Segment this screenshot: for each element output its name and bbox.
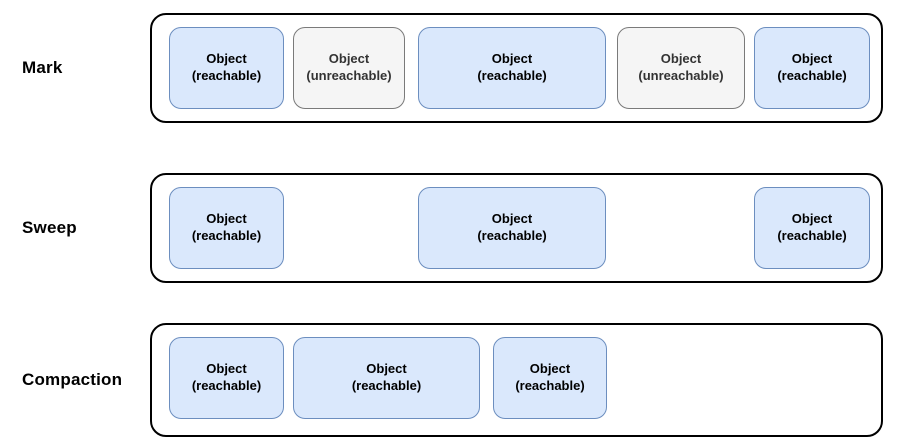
memory-region-sweep: Object(reachable)Object(reachable)Object… [150,173,883,283]
object-box-reachable: Object(reachable) [754,187,870,269]
object-box-reachability: (reachable) [191,68,262,83]
object-box-title: Object [206,211,247,227]
object-box-reachability: (reachable) [191,378,262,393]
object-box-reachability: (reachable) [515,378,585,393]
object-box-title: Object [491,211,533,227]
object-box-reachable: Object(reachable) [493,337,607,419]
object-box-reachability: (unreachable) [638,68,724,83]
object-box-reachability: (reachable) [777,68,847,83]
row-label-compaction: Compaction [22,370,123,389]
object-box-reachability: (reachable) [777,228,847,243]
row-sweep: Sweep Object(reachable)Object(reachable)… [0,173,897,283]
object-box-title: Object [328,51,370,67]
object-box-title: Object [206,51,247,67]
object-box-reachability: (unreachable) [306,68,392,83]
object-box-title: Object [791,51,833,67]
memory-region-compaction: Object(reachable)Object(reachable)Object… [150,323,883,437]
row-label-mark: Mark [22,58,63,77]
object-box-unreachable: Object(unreachable) [617,27,745,109]
row-mark: Mark Object(reachable)Object(unreachable… [0,13,897,123]
memory-region-mark: Object(reachable)Object(unreachable)Obje… [150,13,883,123]
object-box-title: Object [366,361,407,377]
object-box-reachable: Object(reachable) [418,27,606,109]
row-compaction: Compaction Object(reachable)Object(reach… [0,323,897,437]
object-box-reachability: (reachable) [191,228,262,243]
object-box-title: Object [791,211,833,227]
object-box-title: Object [491,51,533,67]
object-box-reachable: Object(reachable) [169,187,284,269]
object-box-reachable: Object(reachable) [418,187,606,269]
object-box-title: Object [529,361,571,377]
object-box-reachable: Object(reachable) [169,337,284,419]
object-box-unreachable: Object(unreachable) [293,27,405,109]
object-box-reachability: (reachable) [351,378,422,393]
object-box-reachability: (reachable) [477,68,547,83]
row-label-sweep: Sweep [22,218,77,237]
object-box-reachability: (reachable) [477,228,547,243]
object-box-title: Object [660,51,702,67]
object-box-reachable: Object(reachable) [293,337,480,419]
object-box-reachable: Object(reachable) [754,27,870,109]
object-box-title: Object [206,361,247,377]
object-box-reachable: Object(reachable) [169,27,284,109]
